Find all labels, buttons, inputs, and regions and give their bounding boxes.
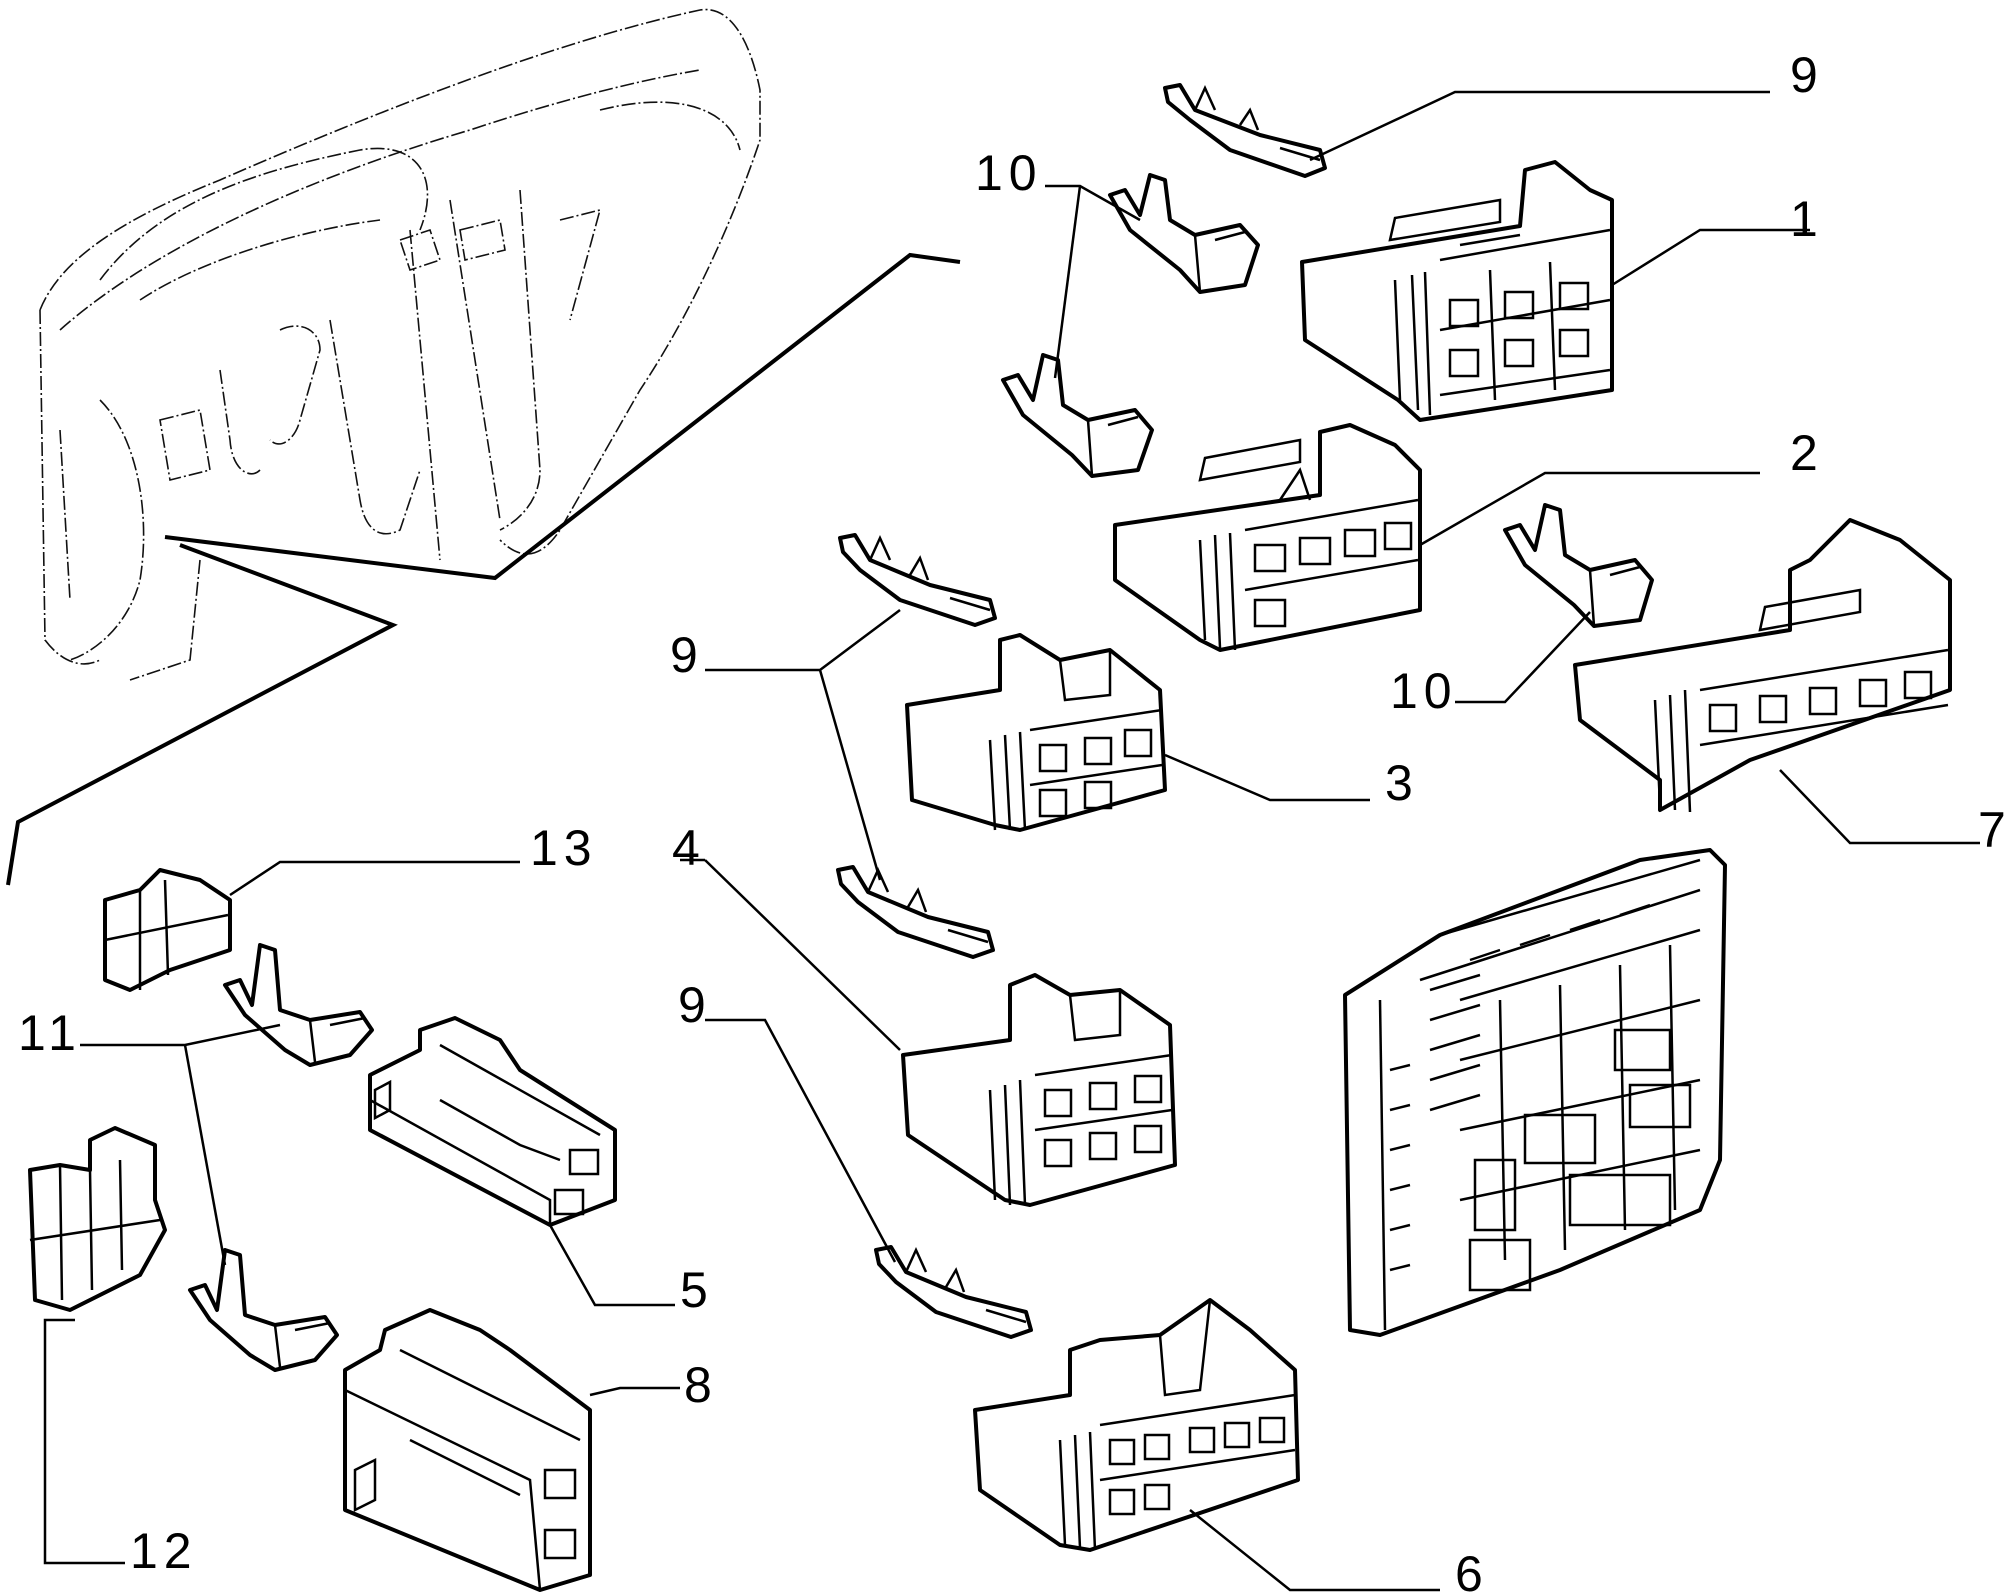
connector-part-6	[973, 1298, 1300, 1552]
terminal-9-low	[874, 1245, 1033, 1339]
leader-lines	[43, 90, 1980, 1592]
callout-10-top: 10	[975, 145, 1043, 201]
callout-labels: 1 2 3 4 5 6 7 8 9 9 9 10 10 11 12 13	[18, 47, 2007, 1593]
zoom-lines	[6, 252, 961, 886]
terminal-11-top	[223, 943, 374, 1067]
fuse-box-unit	[1343, 848, 1727, 1337]
connector-part-5	[368, 1016, 617, 1227]
callout-1: 1	[1790, 191, 1824, 247]
callout-10-right: 10	[1390, 663, 1458, 719]
callout-9-top: 9	[1790, 47, 1824, 103]
callout-3: 3	[1385, 755, 1419, 811]
terminal-10-top	[1108, 173, 1260, 294]
callout-8: 8	[684, 1357, 718, 1413]
connector-part-3	[905, 633, 1167, 832]
callout-4: 4	[672, 820, 706, 876]
callout-9-mid: 9	[670, 627, 704, 683]
callout-6: 6	[1455, 1546, 1489, 1593]
connector-part-7	[1573, 518, 1952, 813]
callout-2: 2	[1790, 425, 1824, 481]
connector-part-1	[1300, 160, 1614, 422]
callout-12: 12	[130, 1523, 198, 1579]
callout-9-low: 9	[678, 977, 712, 1033]
terminal-10-left	[1001, 353, 1154, 478]
connector-part-4	[901, 973, 1177, 1207]
callout-11: 11	[18, 1005, 82, 1061]
terminal-9-mid-a	[838, 533, 997, 627]
terminal-9-mid-b	[836, 865, 995, 959]
callout-7: 7	[1978, 802, 2007, 858]
connector-part-8	[343, 1308, 592, 1592]
terminal-9-top	[1163, 83, 1327, 178]
terminal-11-bottom	[188, 1248, 339, 1372]
terminal-10-right	[1503, 503, 1654, 628]
lock-part-13	[103, 868, 232, 992]
lock-part-12	[28, 1126, 167, 1312]
callout-5: 5	[680, 1262, 714, 1318]
dashboard-locator	[39, 8, 761, 681]
callout-13: 13	[530, 820, 598, 876]
connector-part-2	[1113, 423, 1422, 652]
